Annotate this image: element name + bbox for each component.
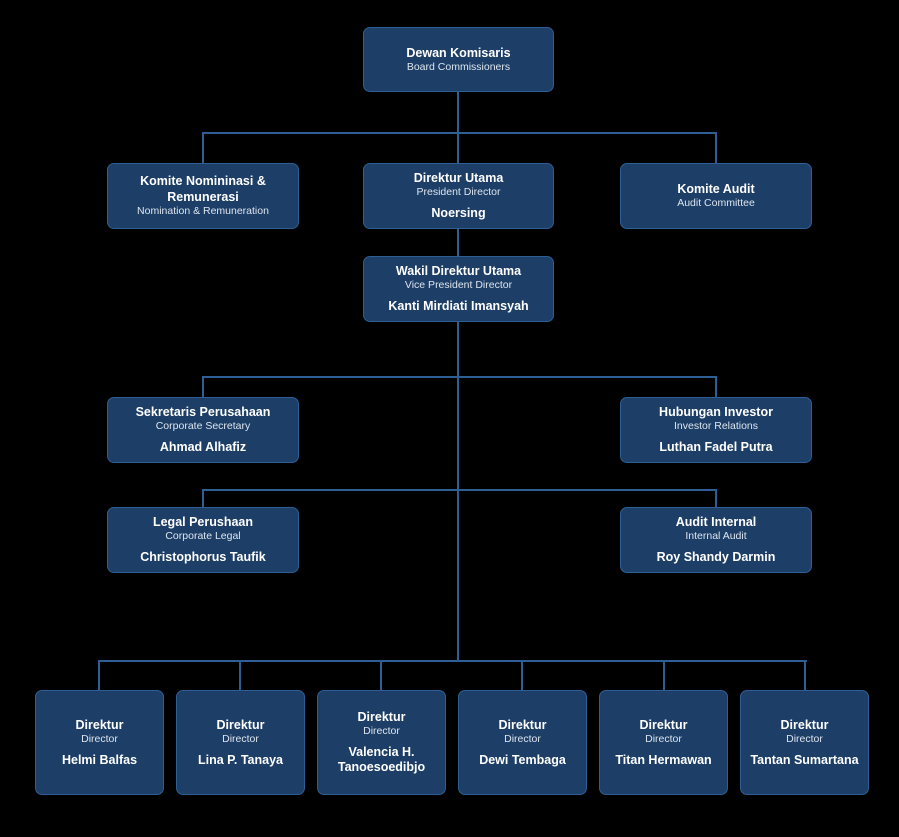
node-person-name: Valencia H. Tanoesoedibjo (337, 744, 426, 775)
node-title: Sekretaris Perusahaan (135, 405, 271, 420)
org-node-hubungan-investor: Hubungan Investor Investor Relations Lut… (620, 397, 812, 463)
org-node-director-4: Direktur Director Dewi Tembaga (458, 690, 587, 795)
node-title: Direktur (780, 717, 829, 732)
org-node-komite-audit: Komite Audit Audit Committee (620, 163, 812, 229)
node-title: Direktur Utama (413, 171, 504, 186)
connector-line (715, 489, 717, 507)
node-subtitle: Director (363, 725, 400, 738)
connector-line (202, 132, 717, 134)
node-person-name: Kanti Mirdiati Imansyah (388, 299, 529, 314)
org-node-audit-internal: Audit Internal Internal Audit Roy Shandy… (620, 507, 812, 573)
node-title: Direktur (498, 717, 547, 732)
node-title: Direktur (75, 717, 124, 732)
node-person-name: Roy Shandy Darmin (656, 550, 776, 565)
connector-line (457, 229, 459, 256)
org-node-komite-nominasi: Komite Nomininasi & Remunerasi Nominatio… (107, 163, 299, 229)
connector-line (202, 376, 204, 397)
connector-line (202, 376, 717, 378)
node-title: Audit Internal (675, 515, 757, 530)
connector-line (380, 660, 382, 690)
node-person-name: Dewi Tembaga (479, 752, 566, 767)
node-subtitle: Director (645, 732, 682, 745)
org-node-director-6: Direktur Director Tantan Sumartana (740, 690, 869, 795)
org-node-legal-perusahaan: Legal Perushaan Corporate Legal Christop… (107, 507, 299, 573)
node-person-name: Titan Hermawan (615, 752, 712, 767)
node-person-name: Luthan Fadel Putra (659, 440, 773, 455)
node-person-name: Noersing (431, 206, 486, 221)
org-node-director-5: Direktur Director Titan Hermawan (599, 690, 728, 795)
connector-line (804, 660, 806, 690)
org-node-director-3: Direktur Director Valencia H. Tanoesoedi… (317, 690, 446, 795)
node-title: Dewan Komisaris (406, 45, 511, 60)
node-title: Wakil Direktur Utama (395, 264, 522, 279)
node-subtitle: Vice President Director (404, 279, 513, 292)
node-subtitle: Nomination & Remuneration (137, 205, 269, 218)
node-title: Komite Audit (677, 182, 755, 197)
connector-line (98, 660, 807, 662)
node-subtitle: Director (504, 732, 541, 745)
org-node-dewan-komisaris: Dewan Komisaris Board Commissioners (363, 27, 554, 92)
connector-line (457, 92, 459, 133)
node-subtitle: Corporate Legal (165, 530, 241, 543)
org-node-director-1: Direktur Director Helmi Balfas (35, 690, 164, 795)
connector-line (202, 489, 717, 491)
connector-line (715, 376, 717, 397)
node-title: Legal Perushaan (152, 515, 254, 530)
node-subtitle: President Director (416, 186, 501, 199)
org-node-wakil-direktur-utama: Wakil Direktur Utama Vice President Dire… (363, 256, 554, 322)
connector-line (663, 660, 665, 690)
node-person-name: Tantan Sumartana (750, 752, 859, 767)
node-subtitle: Audit Committee (677, 197, 755, 210)
connector-line (715, 132, 717, 163)
node-title: Direktur (216, 717, 265, 732)
node-title: Komite Nomininasi & Remunerasi (140, 173, 266, 205)
org-node-sekretaris-perusahaan: Sekretaris Perusahaan Corporate Secretar… (107, 397, 299, 463)
node-person-name: Lina P. Tanaya (198, 752, 283, 767)
node-subtitle: Investor Relations (673, 420, 759, 433)
connector-line (239, 660, 241, 690)
connector-line (202, 132, 204, 163)
node-person-name: Ahmad Alhafiz (159, 440, 247, 455)
node-subtitle: Internal Audit (685, 530, 747, 543)
connector-line (98, 660, 100, 690)
node-subtitle: Board Commissioners (406, 60, 511, 73)
node-subtitle: Director (222, 732, 259, 745)
connector-line (457, 132, 459, 163)
node-title: Direktur (357, 709, 406, 724)
connector-line (521, 660, 523, 690)
node-person-name: Helmi Balfas (61, 752, 138, 767)
org-node-direktur-utama: Direktur Utama President Director Noersi… (363, 163, 554, 229)
connector-line (457, 322, 459, 662)
node-subtitle: Corporate Secretary (155, 420, 251, 433)
node-person-name: Christophorus Taufik (140, 550, 266, 565)
node-title: Direktur (639, 717, 688, 732)
node-subtitle: Director (81, 732, 118, 745)
node-title: Hubungan Investor (659, 405, 773, 420)
connector-line (202, 489, 204, 507)
node-subtitle: Director (786, 732, 823, 745)
org-node-director-2: Direktur Director Lina P. Tanaya (176, 690, 305, 795)
